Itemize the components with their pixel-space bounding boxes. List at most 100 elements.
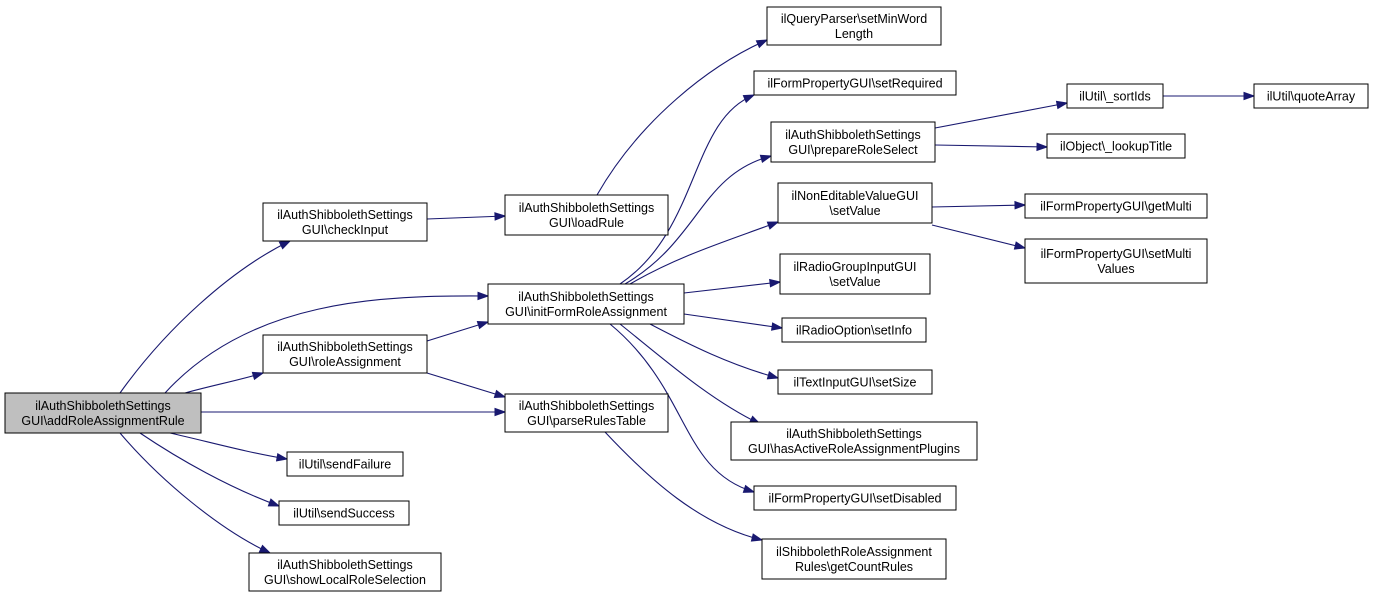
node-box [278, 500, 410, 526]
edge-line [139, 432, 280, 507]
edge-addRoleAssignmentRule-to-initFormRoleAssignment [164, 291, 490, 394]
edge-initFormRoleAssignment-to-setInfo [683, 313, 784, 331]
node-setInfo[interactable]: ilRadioOption\setInfo [781, 317, 927, 343]
edge-line [426, 321, 489, 342]
edge-nevSetValue-to-setMultiValues [931, 224, 1027, 250]
node-box [770, 121, 936, 163]
edge-arrowhead [742, 94, 756, 104]
edge-arrowhead [275, 452, 289, 462]
node-nevSetValue[interactable]: ilNonEditableValueGUI\setValue [777, 182, 933, 224]
node-label-line: ilAuthShibbolethSettings [519, 399, 655, 413]
edge-arrowhead [278, 240, 292, 250]
edge-checkInput-to-loadRule [426, 212, 507, 221]
edge-line [934, 144, 1048, 148]
node-label-line: ilUtil\quoteArray [1267, 90, 1356, 104]
node-label-line: GUI\roleAssignment [289, 355, 401, 369]
edge-line [619, 323, 761, 425]
node-box [4, 392, 202, 434]
node-label-line: GUI\checkInput [302, 223, 389, 237]
edge-parseRulesTable-to-getCountRules [604, 431, 764, 542]
node-box [504, 194, 669, 236]
node-label-line: ilShibbolethRoleAssignment [776, 545, 932, 559]
node-quoteArray[interactable]: ilUtil\quoteArray [1253, 83, 1369, 109]
edge-loadRule-to-setMinWordLength [596, 39, 769, 196]
edges-layer [119, 39, 1256, 554]
node-roleAssignment[interactable]: ilAuthShibbolethSettingsGUI\roleAssignme… [262, 334, 428, 374]
edge-line [934, 102, 1068, 129]
node-label-line: ilAuthShibbolethSettings [277, 208, 413, 222]
edge-arrowhead [1013, 241, 1027, 250]
node-box [766, 6, 942, 46]
edge-addRoleAssignmentRule-to-parseRulesTable [201, 407, 507, 417]
node-getMulti[interactable]: ilFormPropertyGUI\getMulti [1024, 193, 1208, 219]
edge-line [184, 372, 264, 394]
node-showLocalRoleSelection[interactable]: ilAuthShibbolethSettingsGUI\showLocalRol… [248, 552, 442, 592]
node-getCountRules[interactable]: ilShibbolethRoleAssignmentRules\getCount… [761, 538, 947, 580]
edge-arrowhead [769, 278, 782, 288]
node-label-line: GUI\loadRule [549, 216, 624, 230]
node-box [777, 369, 933, 395]
edge-line [931, 204, 1026, 208]
node-box [487, 283, 685, 325]
node-box [248, 552, 442, 592]
edge-arrowhead [1036, 142, 1049, 152]
node-sendFailure[interactable]: ilUtil\sendFailure [286, 451, 404, 477]
node-label-line: GUI\addRoleAssignmentRule [21, 414, 184, 428]
edge-line [683, 313, 783, 329]
edge-arrowhead [766, 221, 780, 230]
node-lookupTitle[interactable]: ilObject\_lookupTitle [1046, 133, 1186, 159]
node-label-line: \setValue [829, 275, 880, 289]
node-box [730, 421, 978, 461]
node-box [781, 317, 927, 343]
node-box [779, 253, 931, 295]
node-sendSuccess[interactable]: ilUtil\sendSuccess [278, 500, 410, 526]
edge-line [619, 94, 755, 285]
node-label-line: ilRadioGroupInputGUI [794, 260, 917, 274]
edge-addRoleAssignmentRule-to-checkInput [119, 240, 292, 394]
node-sortIds[interactable]: ilUtil\_sortIds [1066, 83, 1164, 109]
node-label-line: ilNonEditableValueGUI [792, 189, 919, 203]
node-label-line: ilFormPropertyGUI\setRequired [767, 77, 942, 91]
nodes-layer: ilAuthShibbolethSettingsGUI\addRoleAssig… [4, 6, 1369, 592]
edge-line [683, 281, 781, 294]
edge-arrowhead [258, 544, 272, 554]
edge-arrowhead [766, 371, 780, 380]
node-label-line: GUI\initFormRoleAssignment [505, 305, 667, 319]
edge-line [426, 372, 506, 398]
node-setSize[interactable]: ilTextInputGUI\setSize [777, 369, 933, 395]
edge-arrowhead [759, 154, 773, 164]
edge-line [624, 155, 772, 285]
node-parseRulesTable[interactable]: ilAuthShibbolethSettingsGUI\parseRulesTa… [504, 393, 669, 433]
node-prepareRoleSelect[interactable]: ilAuthShibbolethSettingsGUI\prepareRoleS… [770, 121, 936, 163]
edge-nevSetValue-to-getMulti [931, 200, 1027, 210]
node-setDisabled[interactable]: ilFormPropertyGUI\setDisabled [753, 485, 957, 511]
node-box [504, 393, 669, 433]
node-setRequired[interactable]: ilFormPropertyGUI\setRequired [753, 70, 957, 96]
node-label-line: ilAuthShibbolethSettings [785, 128, 921, 142]
node-label-line: ilAuthShibbolethSettings [277, 340, 413, 354]
edge-arrowhead [494, 407, 507, 417]
edge-addRoleAssignmentRule-to-roleAssignment [184, 371, 265, 394]
node-label-line: ilAuthShibbolethSettings [277, 558, 413, 572]
edge-prepareRoleSelect-to-sortIds [934, 100, 1069, 129]
node-label-line: GUI\showLocalRoleSelection [264, 573, 426, 587]
node-addRoleAssignmentRule[interactable]: ilAuthShibbolethSettingsGUI\addRoleAssig… [4, 392, 202, 434]
edge-arrowhead [251, 371, 265, 381]
node-hasActivePlugins[interactable]: ilAuthShibbolethSettingsGUI\hasActiveRol… [730, 421, 978, 461]
node-initFormRoleAssignment[interactable]: ilAuthShibbolethSettingsGUI\initFormRole… [487, 283, 685, 325]
node-label-line: ilAuthShibbolethSettings [786, 427, 922, 441]
node-label-line: ilRadioOption\setInfo [796, 324, 912, 338]
edge-line [596, 39, 768, 196]
edge-arrowhead [1055, 100, 1069, 110]
edge-line [426, 215, 506, 220]
node-box [286, 451, 404, 477]
edge-arrowhead [267, 498, 281, 507]
edge-sortIds-to-quoteArray [1163, 91, 1256, 101]
edge-line [119, 240, 291, 394]
node-rgSetValue[interactable]: ilRadioGroupInputGUI\setValue [779, 253, 931, 295]
node-label-line: GUI\prepareRoleSelect [788, 143, 918, 157]
